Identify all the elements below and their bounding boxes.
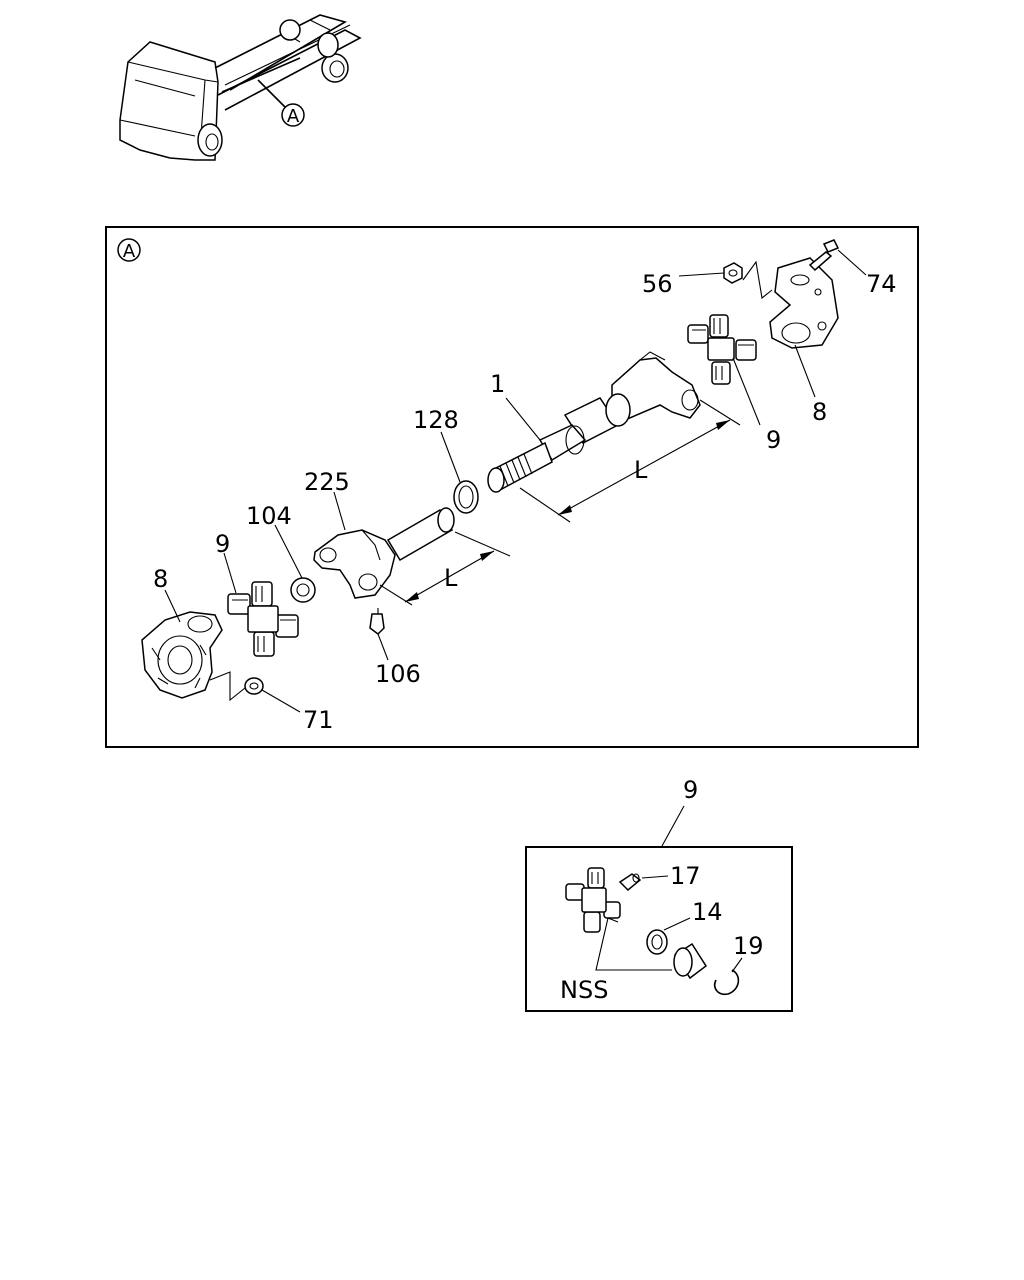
callout-9-upper: 9 <box>766 426 781 454</box>
flange-yoke-lower <box>141 611 223 699</box>
slip-yoke-225 <box>313 507 455 599</box>
callout-14: 14 <box>692 898 723 926</box>
truck-overview: A <box>119 14 362 161</box>
callout-56: 56 <box>642 270 673 298</box>
detail-frame <box>105 226 919 748</box>
nut-71 <box>244 677 264 695</box>
callout-1: 1 <box>490 370 505 398</box>
dimension-long <box>519 399 741 523</box>
inset-snap-ring-19 <box>713 969 740 996</box>
callout-19: 19 <box>733 932 764 960</box>
callout-9-left: 9 <box>215 530 230 558</box>
ref-circle-detail <box>117 238 141 262</box>
callout-74: 74 <box>866 270 897 298</box>
callout-nss: NSS <box>560 976 608 1004</box>
callout-225: 225 <box>304 468 350 496</box>
leader-lines <box>164 249 867 713</box>
nut-56 <box>723 262 743 284</box>
ref-label-overview: A <box>287 106 300 127</box>
grease-nipple-106 <box>369 608 385 635</box>
callout-9-inset: 9 <box>683 776 698 804</box>
callout-8-upper: 8 <box>812 398 827 426</box>
ref-circle-overview <box>281 103 305 127</box>
callout-128: 128 <box>413 406 459 434</box>
callout-L-long: L <box>634 456 648 484</box>
universal-joint-upper <box>687 314 757 385</box>
inset-frame <box>525 846 793 1012</box>
dust-seal-128 <box>453 480 479 514</box>
propeller-shaft-tube <box>487 393 631 493</box>
callout-L-short: L <box>444 564 458 592</box>
inset-grease-nipple-17 <box>618 873 642 892</box>
flange-yoke-upper <box>769 257 839 349</box>
callout-8-left: 8 <box>153 565 168 593</box>
dimension-short <box>379 531 511 606</box>
bolt-74 <box>808 239 840 272</box>
callout-17: 17 <box>670 862 701 890</box>
callout-106: 106 <box>375 660 421 688</box>
callout-71: 71 <box>303 706 334 734</box>
inset-cross <box>565 867 621 933</box>
universal-joint-lower <box>227 581 299 657</box>
inset-seal-14 <box>646 929 668 955</box>
inset-bearing-cup <box>673 942 708 980</box>
callout-104: 104 <box>246 502 292 530</box>
ref-label-detail: A <box>123 241 136 262</box>
dust-cover-104 <box>290 577 316 603</box>
